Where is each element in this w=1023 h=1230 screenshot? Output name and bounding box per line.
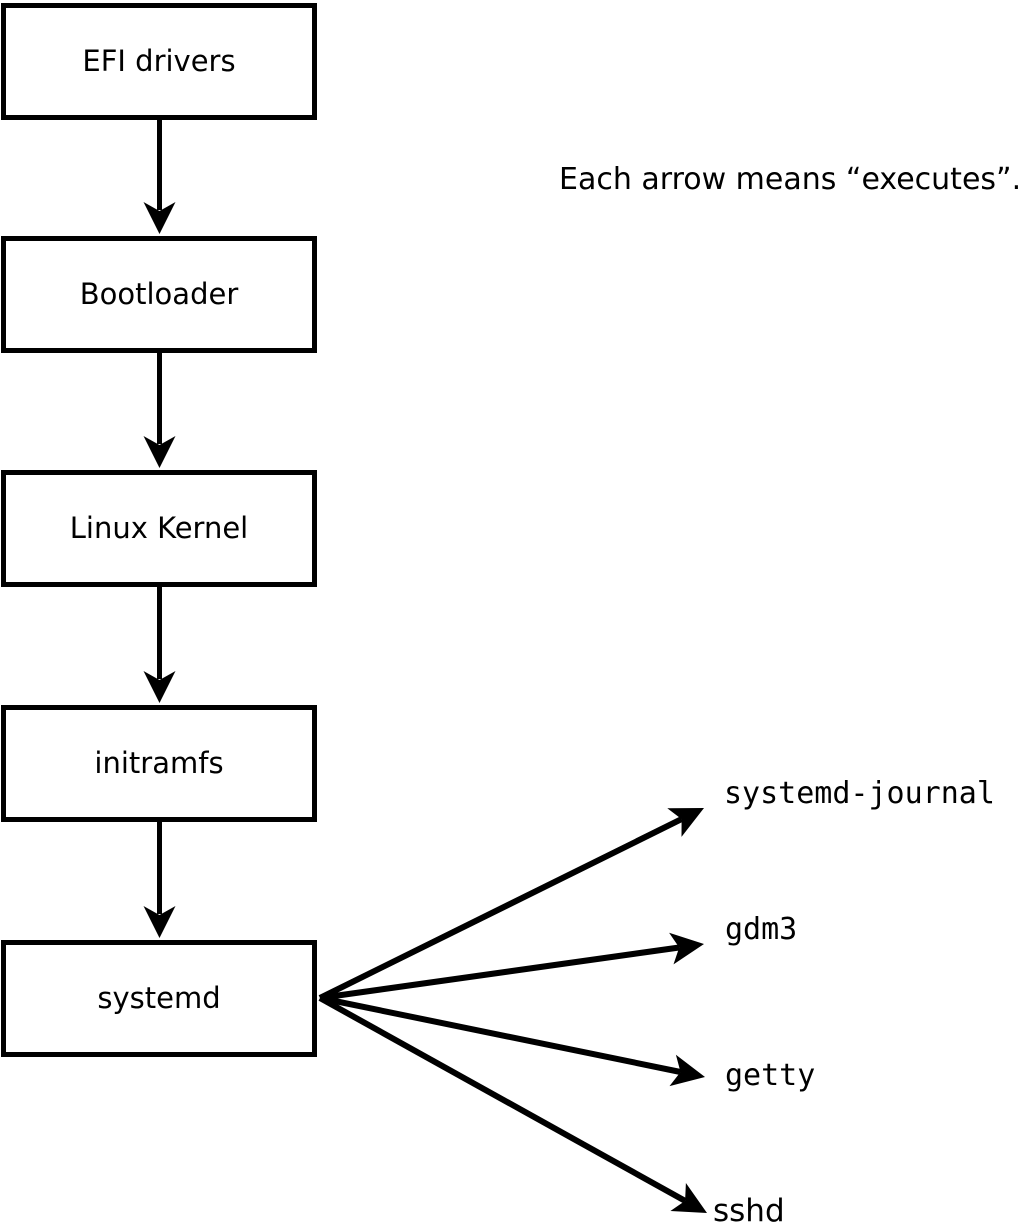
- arrow-kernel-to-initramfs: [143, 587, 176, 703]
- node-bootloader-label: Bootloader: [79, 277, 239, 311]
- node-efi-drivers-label: EFI drivers: [82, 44, 236, 78]
- node-systemd-label: systemd: [97, 981, 221, 1015]
- arrow-systemd-to-getty: [319, 995, 705, 1087]
- node-initramfs: initramfs: [1, 705, 317, 822]
- node-linux-kernel-label: Linux Kernel: [69, 511, 249, 545]
- arrow-systemd-to-sshd: [318, 995, 707, 1213]
- node-gdm3: gdm3: [725, 912, 798, 947]
- node-linux-kernel: Linux Kernel: [1, 470, 317, 587]
- legend-text: Each arrow means “executes”.: [559, 162, 1022, 197]
- arrow-systemd-to-journal: [318, 808, 704, 1001]
- node-efi-drivers: EFI drivers: [1, 3, 317, 120]
- arrow-initramfs-to-systemd: [143, 822, 176, 938]
- node-sshd: sshd: [713, 1193, 785, 1229]
- node-systemd: systemd: [1, 940, 317, 1057]
- node-systemd-journal: systemd-journal: [724, 776, 995, 811]
- arrow-systemd-to-gdm3: [319, 932, 704, 1001]
- node-bootloader: Bootloader: [1, 236, 317, 353]
- arrow-efi-to-bootloader: [143, 119, 176, 234]
- node-getty: getty: [725, 1058, 816, 1093]
- node-initramfs-label: initramfs: [94, 746, 224, 780]
- arrow-bootloader-to-kernel: [143, 353, 176, 468]
